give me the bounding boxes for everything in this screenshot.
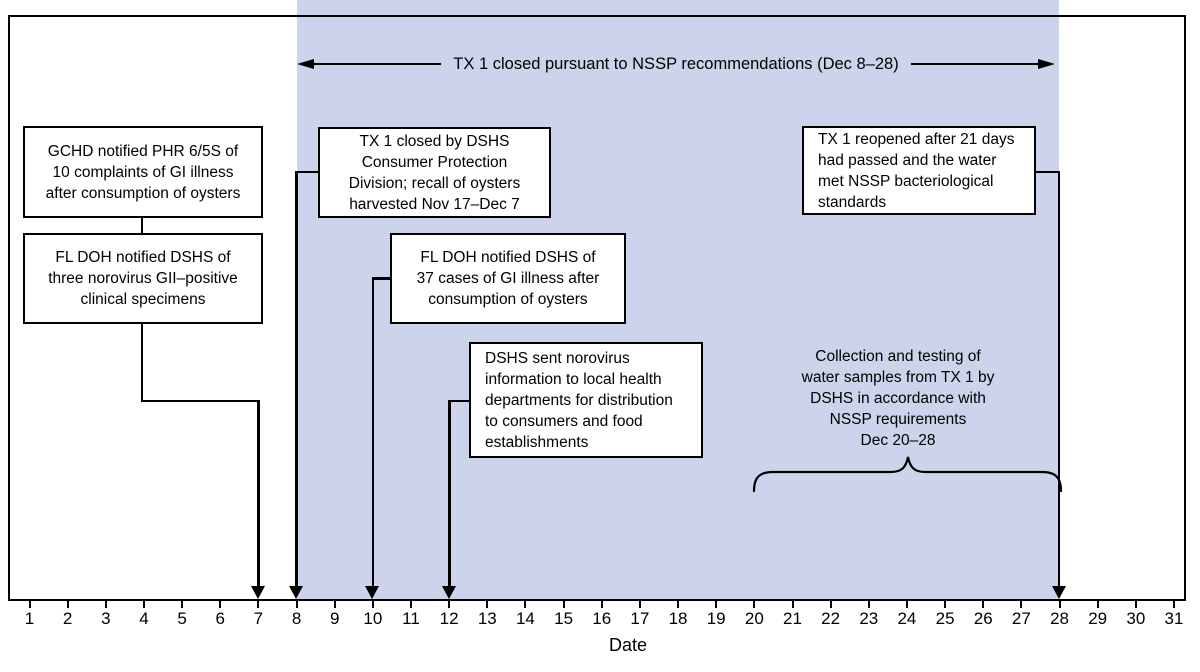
axis-tick-label: 3 [101,609,111,628]
connector-date28-drop [1057,170,1061,589]
axis-tick-label: 28 [1050,609,1069,628]
axis-tick [715,601,718,608]
axis-tick-label: 21 [783,609,802,628]
axis-tick [1173,601,1175,608]
axis-tick [257,601,260,608]
event-box-dshs-information: DSHS sent norovirus information to local… [469,342,703,458]
axis-tick [677,601,680,608]
axis-tick [944,601,947,608]
axis-tick-label: 18 [668,609,688,628]
arrow-line-right [910,62,1039,66]
axis-tick [829,601,832,608]
connector-box1-box2 [140,218,143,233]
connector-date7-drop1 [140,324,143,402]
connector-date7-elbow [140,399,260,402]
axis-tick-label: 31 [1164,609,1184,628]
connector-date12-elbow [448,399,470,402]
sampling-note: Collection and testing of water samples … [801,348,995,449]
axis-tick [1096,601,1099,608]
connector-date8-drop [295,170,298,589]
axis-tick-label: 29 [1088,609,1108,628]
arrow-line-left [314,62,442,66]
connector-date10-drop [371,277,375,588]
axis-tick-label: 4 [139,609,149,628]
axis-tick [219,601,222,608]
axis-tick-label: 1 [24,609,35,628]
axis-tick-label: 6 [215,609,225,628]
axis-tick-label: 26 [973,609,993,628]
axis-tick-label: 14 [515,609,535,628]
axis-tick-label: 22 [821,609,841,628]
axis-tick-label: 10 [363,609,383,628]
axis-tick-label: 13 [477,609,497,628]
axis-tick-label: 5 [177,609,187,628]
event-box-gchd-complaints: GCHD notified PHR 6/5S of 10 complaints … [23,126,263,218]
axis-tick [28,601,31,608]
axis-tick [1058,601,1061,608]
axis-tick-label: 15 [554,609,574,628]
axis-tick-label: 27 [1011,609,1031,628]
event-box-fldoh-37-cases: FL DOH notified DSHS of 37 cases of GI i… [390,233,626,324]
connector-date10-elbow [372,277,391,280]
axis-tick [104,601,107,608]
axis-tick [1020,601,1023,608]
axis-tick-label: 24 [897,609,917,628]
axis-tick [371,601,374,608]
axis-tick-label: 11 [402,609,420,628]
axis-tick-label: 30 [1126,609,1146,628]
axis-tick [295,601,298,608]
axis-tick [791,601,794,608]
figure-frame [8,15,1186,601]
axis-tick [448,601,451,608]
axis-tick [1134,601,1137,608]
connector-date28-elbow [1035,170,1060,173]
axis-tick [867,601,870,608]
axis-tick [486,601,489,608]
axis-tick-label: 2 [62,609,73,628]
axis-tick [638,601,641,608]
axis-title: Date [608,635,648,655]
axis-tick [66,601,69,608]
axis-tick [562,601,565,608]
event-arrowhead-date-12 [441,586,456,599]
closure-period-label: TX 1 closed pursuant to NSSP recommendat… [453,54,899,73]
axis-tick [410,601,412,608]
event-box-fldoh-specimens: FL DOH notified DSHS of three norovirus … [23,233,263,324]
axis-tick [524,601,527,608]
axis-tick-label: 12 [439,609,459,628]
event-arrowhead-date-28 [1052,586,1067,599]
axis-tick-label: 9 [329,609,340,628]
connector-date12-drop [448,399,451,589]
arrow-right-head-icon [1038,59,1056,69]
event-arrowhead-date-8 [289,586,304,599]
axis-tick-label: 23 [859,609,879,628]
axis-tick [142,601,145,608]
arrow-left-head-icon [297,59,314,69]
axis-tick [753,601,756,608]
axis-tick [905,601,908,608]
axis-tick [181,601,184,608]
axis-tick [333,601,336,608]
connector-date7-drop2 [257,399,260,589]
event-box-tx1-closed: TX 1 closed by DSHS Consumer Protection … [318,127,551,218]
axis-tick [982,601,985,608]
event-arrowhead-date-10 [365,586,380,599]
event-arrowhead-date-7 [250,586,265,599]
axis-tick [600,601,603,608]
brace-dec20-28 [752,456,1063,493]
event-box-tx1-reopened: TX 1 reopened after 21 days had passed a… [802,126,1036,215]
axis-tick-label: 25 [935,609,955,628]
axis-tick-label: 16 [592,609,612,628]
axis-tick-label: 7 [253,609,264,628]
axis-tick-label: 8 [291,609,302,628]
connector-date8-elbow [296,170,319,173]
axis-tick-label: 19 [706,609,726,628]
axis-tick-label: 17 [630,609,650,628]
axis-tick-label: 20 [744,609,764,628]
closure-period-arrow: TX 1 closed pursuant to NSSP recommendat… [297,53,1056,75]
